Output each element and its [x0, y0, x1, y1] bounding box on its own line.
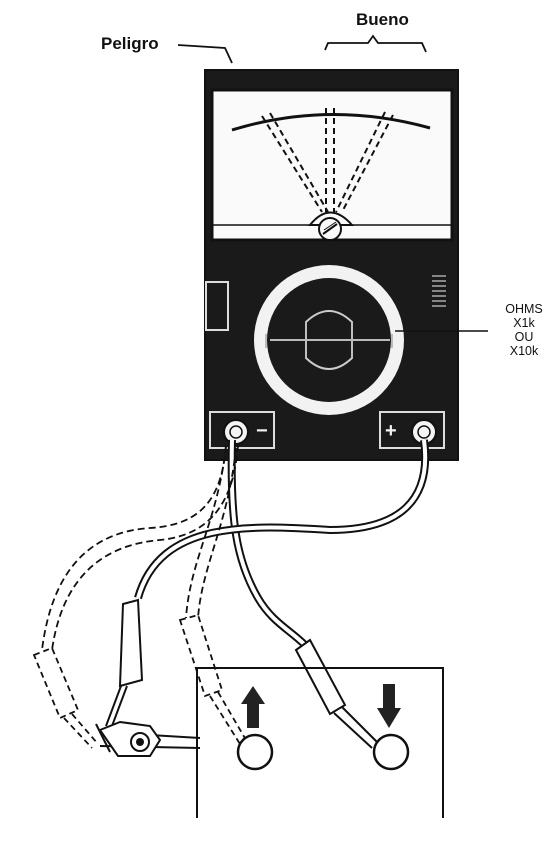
scale-arc	[231, 112, 431, 132]
range-note: OHMS X1k OU X10k	[494, 302, 554, 358]
arrow-up	[241, 686, 265, 728]
test-leads-dashed	[41, 444, 239, 651]
probe-right	[294, 638, 379, 749]
test-leads-solid	[134, 439, 430, 648]
probe-left	[105, 598, 144, 727]
pad-left	[236, 733, 274, 771]
multimeter	[204, 69, 488, 461]
range-selector-knob	[254, 265, 404, 415]
pad-right	[372, 733, 410, 771]
ohm-adjust-strip	[432, 275, 446, 307]
function-switch	[205, 281, 229, 331]
component-lead-clip	[95, 720, 201, 757]
negative-terminal-frame	[209, 411, 275, 449]
negative-terminal-label: −	[256, 420, 268, 442]
danger-label: Peligro	[101, 34, 159, 53]
probe-dashed-mid	[178, 613, 247, 745]
positive-terminal-frame	[379, 411, 445, 449]
range-note-line: X1k	[513, 316, 535, 330]
range-note-line: X10k	[509, 344, 539, 358]
range-note-line: OHMS	[505, 302, 543, 316]
danger-leader-line	[177, 44, 233, 64]
good-label: Bueno	[356, 10, 409, 29]
probe-dashed-left	[32, 646, 99, 749]
arrow-down	[377, 684, 401, 728]
circuit-board	[196, 667, 444, 818]
good-bracket	[324, 34, 427, 53]
positive-terminal-label: +	[385, 420, 397, 442]
needle-positions	[261, 108, 394, 213]
range-note-line: OU	[514, 330, 534, 344]
